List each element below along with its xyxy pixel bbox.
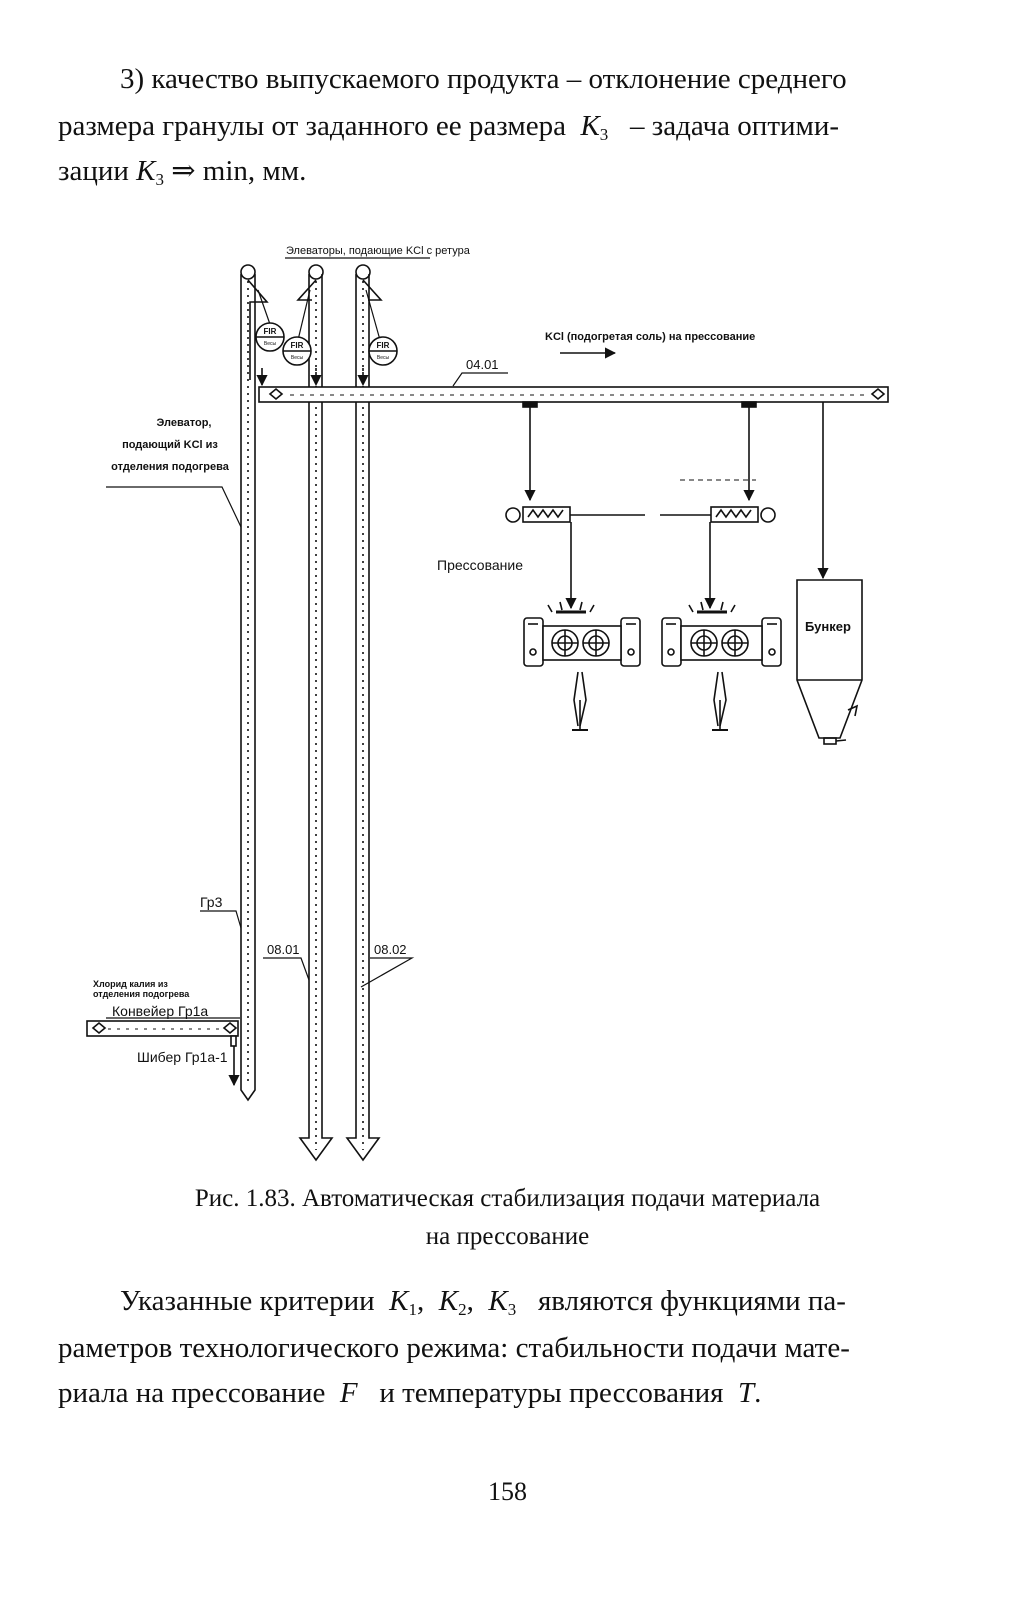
outro-line-3-text-b: и температуры прессования bbox=[379, 1377, 724, 1409]
outro-line-1: Указанные критерии K1, K2, K3 являются ф… bbox=[120, 1285, 846, 1319]
conveyor-0401 bbox=[258, 372, 889, 403]
var-k3: K bbox=[580, 110, 600, 142]
intro-line-3-text-a: зации bbox=[58, 155, 129, 187]
outro-line-3: риала на прессование F и температуры пре… bbox=[58, 1370, 948, 1417]
intro-line-3: зации K3 ⇒ min, мм. bbox=[58, 148, 948, 195]
elevator-heating bbox=[240, 264, 269, 1102]
fir-instrument-1 bbox=[255, 322, 285, 352]
intro-line-2: размера гранулы от заданного ее размера … bbox=[58, 103, 948, 150]
label-chloride-1: Хлорид калия из bbox=[93, 979, 168, 989]
intro-line-3-text-b: ⇒ min, мм. bbox=[171, 155, 307, 187]
var-f: F bbox=[339, 1377, 358, 1409]
var-k2-sub: 2 bbox=[458, 1300, 467, 1319]
intro-line-1: 3) качество выпускаемого продукта – откл… bbox=[58, 56, 948, 103]
var-k3-c: K bbox=[488, 1285, 508, 1317]
outro-line-2: раметров технологического режима: стабил… bbox=[58, 1325, 948, 1372]
var-k3-c-sub: 3 bbox=[507, 1300, 517, 1319]
elevator-0802 bbox=[345, 264, 383, 1162]
conveyor-gr1a bbox=[86, 1017, 240, 1087]
var-k1: K bbox=[389, 1285, 409, 1317]
var-k3-b: K bbox=[136, 155, 156, 187]
outro-line-1-text-b: являются функциями па- bbox=[537, 1285, 846, 1317]
figure-caption: Рис. 1.83. Автоматическая стабилизация п… bbox=[0, 1180, 1015, 1256]
fir-1-scale: Весы bbox=[264, 341, 277, 347]
label-gr3: Гр3 bbox=[200, 894, 223, 910]
outro-line-2-text: раметров технологического режима: стабил… bbox=[58, 1332, 850, 1364]
label-elevator-heating-1: Элеватор, bbox=[157, 417, 212, 429]
caption-line-1: Рис. 1.83. Автоматическая стабилизация п… bbox=[194, 1185, 821, 1212]
screw-feeder-1 bbox=[505, 506, 645, 523]
process-diagram: Элеваторы, подающие KCl с ретура KCl (по… bbox=[86, 245, 889, 1162]
var-k3-b-sub: 3 bbox=[155, 170, 164, 189]
label-0802: 08.02 bbox=[374, 942, 407, 957]
fir-2-label: FIR bbox=[291, 341, 304, 350]
intro-line-2-text-b: – задача оптими- bbox=[630, 110, 840, 142]
var-k2: K bbox=[438, 1285, 459, 1317]
fir-instrument-2 bbox=[282, 336, 312, 366]
fir-3-label: FIR bbox=[377, 341, 390, 350]
outro-line-1-text-a: Указанные критерии bbox=[120, 1285, 375, 1317]
var-t: T bbox=[737, 1377, 755, 1409]
label-conveyor-0401: 04.01 bbox=[466, 357, 499, 372]
intro-line-1-text: 3) качество выпускаемого продукта – откл… bbox=[120, 63, 847, 95]
fir-1-label: FIR bbox=[264, 327, 277, 336]
outro-line-3-end: . bbox=[754, 1377, 762, 1409]
label-kcl-pressing: KCl (подогретая соль) на прессование bbox=[545, 331, 755, 343]
label-bunker: Бункер bbox=[805, 619, 851, 634]
bunker bbox=[796, 579, 863, 745]
label-chloride-2: отделения подогрева bbox=[93, 989, 190, 999]
intro-line-2-text-a: размера гранулы от заданного ее размера bbox=[58, 110, 566, 142]
var-k1-sub: 1 bbox=[408, 1300, 418, 1319]
page-number: 158 bbox=[488, 1477, 527, 1506]
roll-press-2 bbox=[661, 601, 782, 731]
screw-feeder-2 bbox=[660, 506, 776, 523]
fir-2-scale: Весы bbox=[291, 355, 304, 361]
var-k3-sub: 3 bbox=[599, 125, 609, 144]
roll-press-1 bbox=[523, 601, 641, 731]
label-elevator-heating-3: отделения подогрева bbox=[111, 461, 230, 473]
fir-instrument-3 bbox=[368, 336, 398, 366]
fir-3-scale: Весы bbox=[377, 355, 390, 361]
label-elevator-heating-2: подающий KCl из bbox=[122, 439, 218, 451]
caption-line-2: на прессование bbox=[425, 1223, 590, 1250]
label-elevators-retour: Элеваторы, подающие KCl с ретура bbox=[286, 245, 471, 257]
label-shiber: Шибер Гр1а-1 bbox=[137, 1049, 228, 1065]
label-conveyor-gr1a: Конвейер Гр1а bbox=[112, 1003, 208, 1019]
label-0801: 08.01 bbox=[267, 942, 300, 957]
outro-line-3-text-a: риала на прессование bbox=[58, 1377, 326, 1409]
label-pressing: Прессование bbox=[437, 557, 523, 573]
